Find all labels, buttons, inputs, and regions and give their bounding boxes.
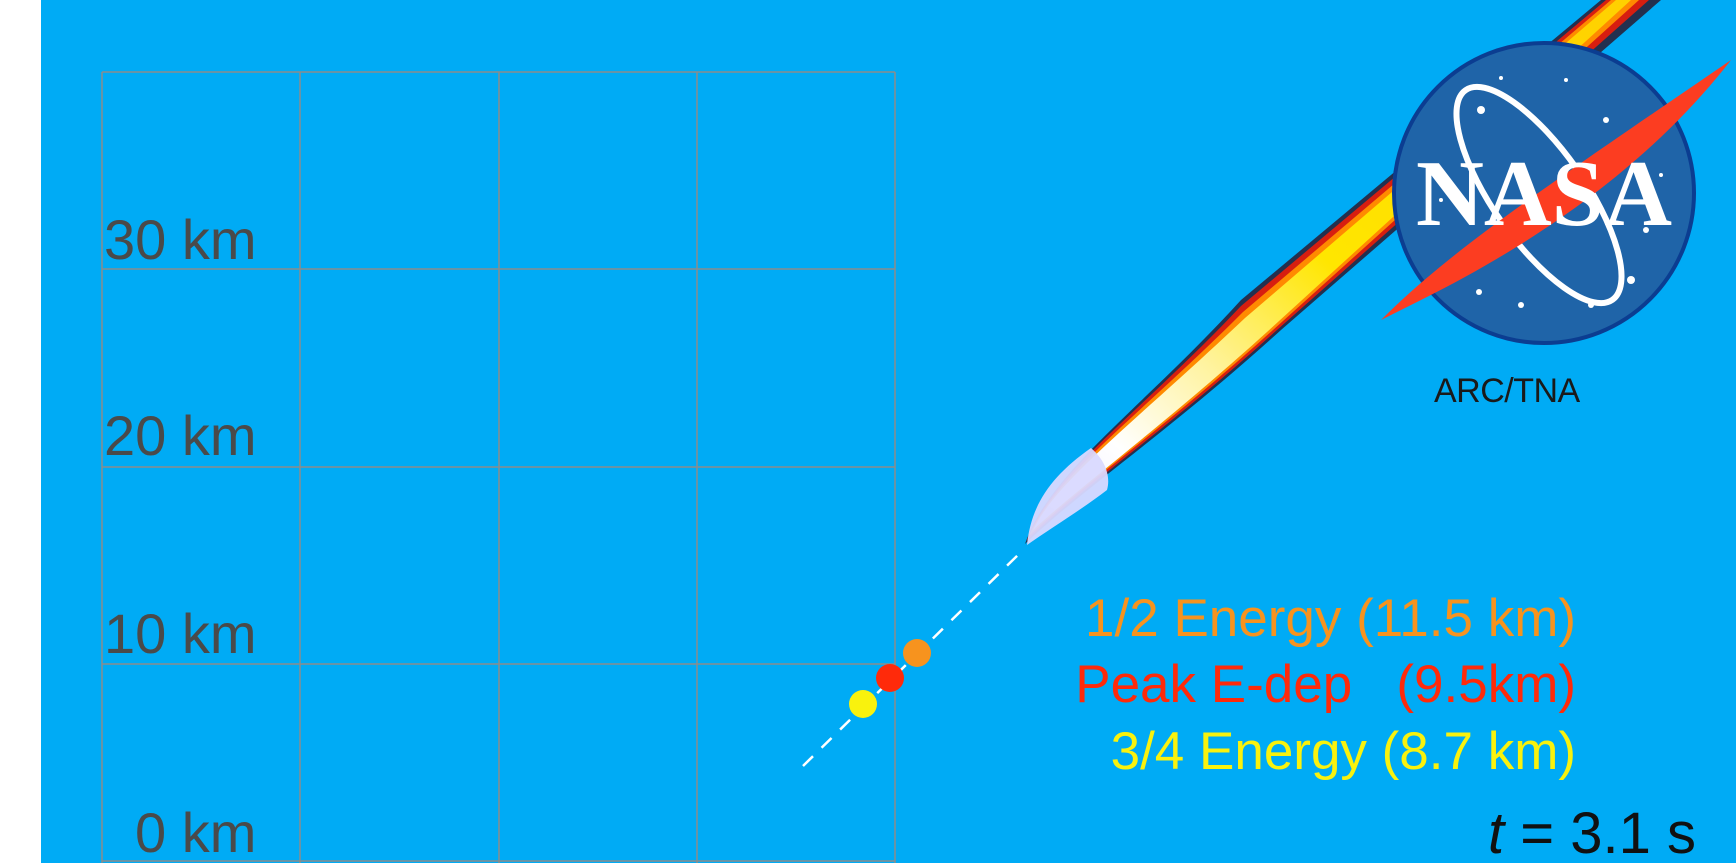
half-energy-marker [903,639,931,667]
altitude-grid [101,71,896,863]
time-value: 3.1 s [1570,801,1696,863]
legend-half-energy: 1/2 Energy (11.5 km) [1085,589,1576,648]
legend-three-quarter-energy: 3/4 Energy (8.7 km) [1110,722,1576,781]
logo-caption: ARC/TNA [1434,372,1580,410]
time-symbol: t [1488,801,1505,863]
time-readout: t = 3.1 s [1488,805,1696,863]
altitude-label-0km: 0 km [135,801,257,863]
three-quarter-energy-marker [849,690,877,718]
nasa-logo-text: NASA [1416,142,1672,246]
simulation-canvas: 30 km 20 km 10 km 0 km [41,0,1736,863]
altitude-label-20km: 20 km [104,404,257,467]
nasa-logo: NASA [1381,41,1731,345]
legend-peak-edep: Peak E-dep (9.5km) [1075,655,1576,714]
time-equals: = [1504,801,1571,863]
peak-edep-marker [876,664,904,692]
altitude-label-10km: 10 km [104,602,257,665]
altitude-label-30km: 30 km [104,208,257,271]
